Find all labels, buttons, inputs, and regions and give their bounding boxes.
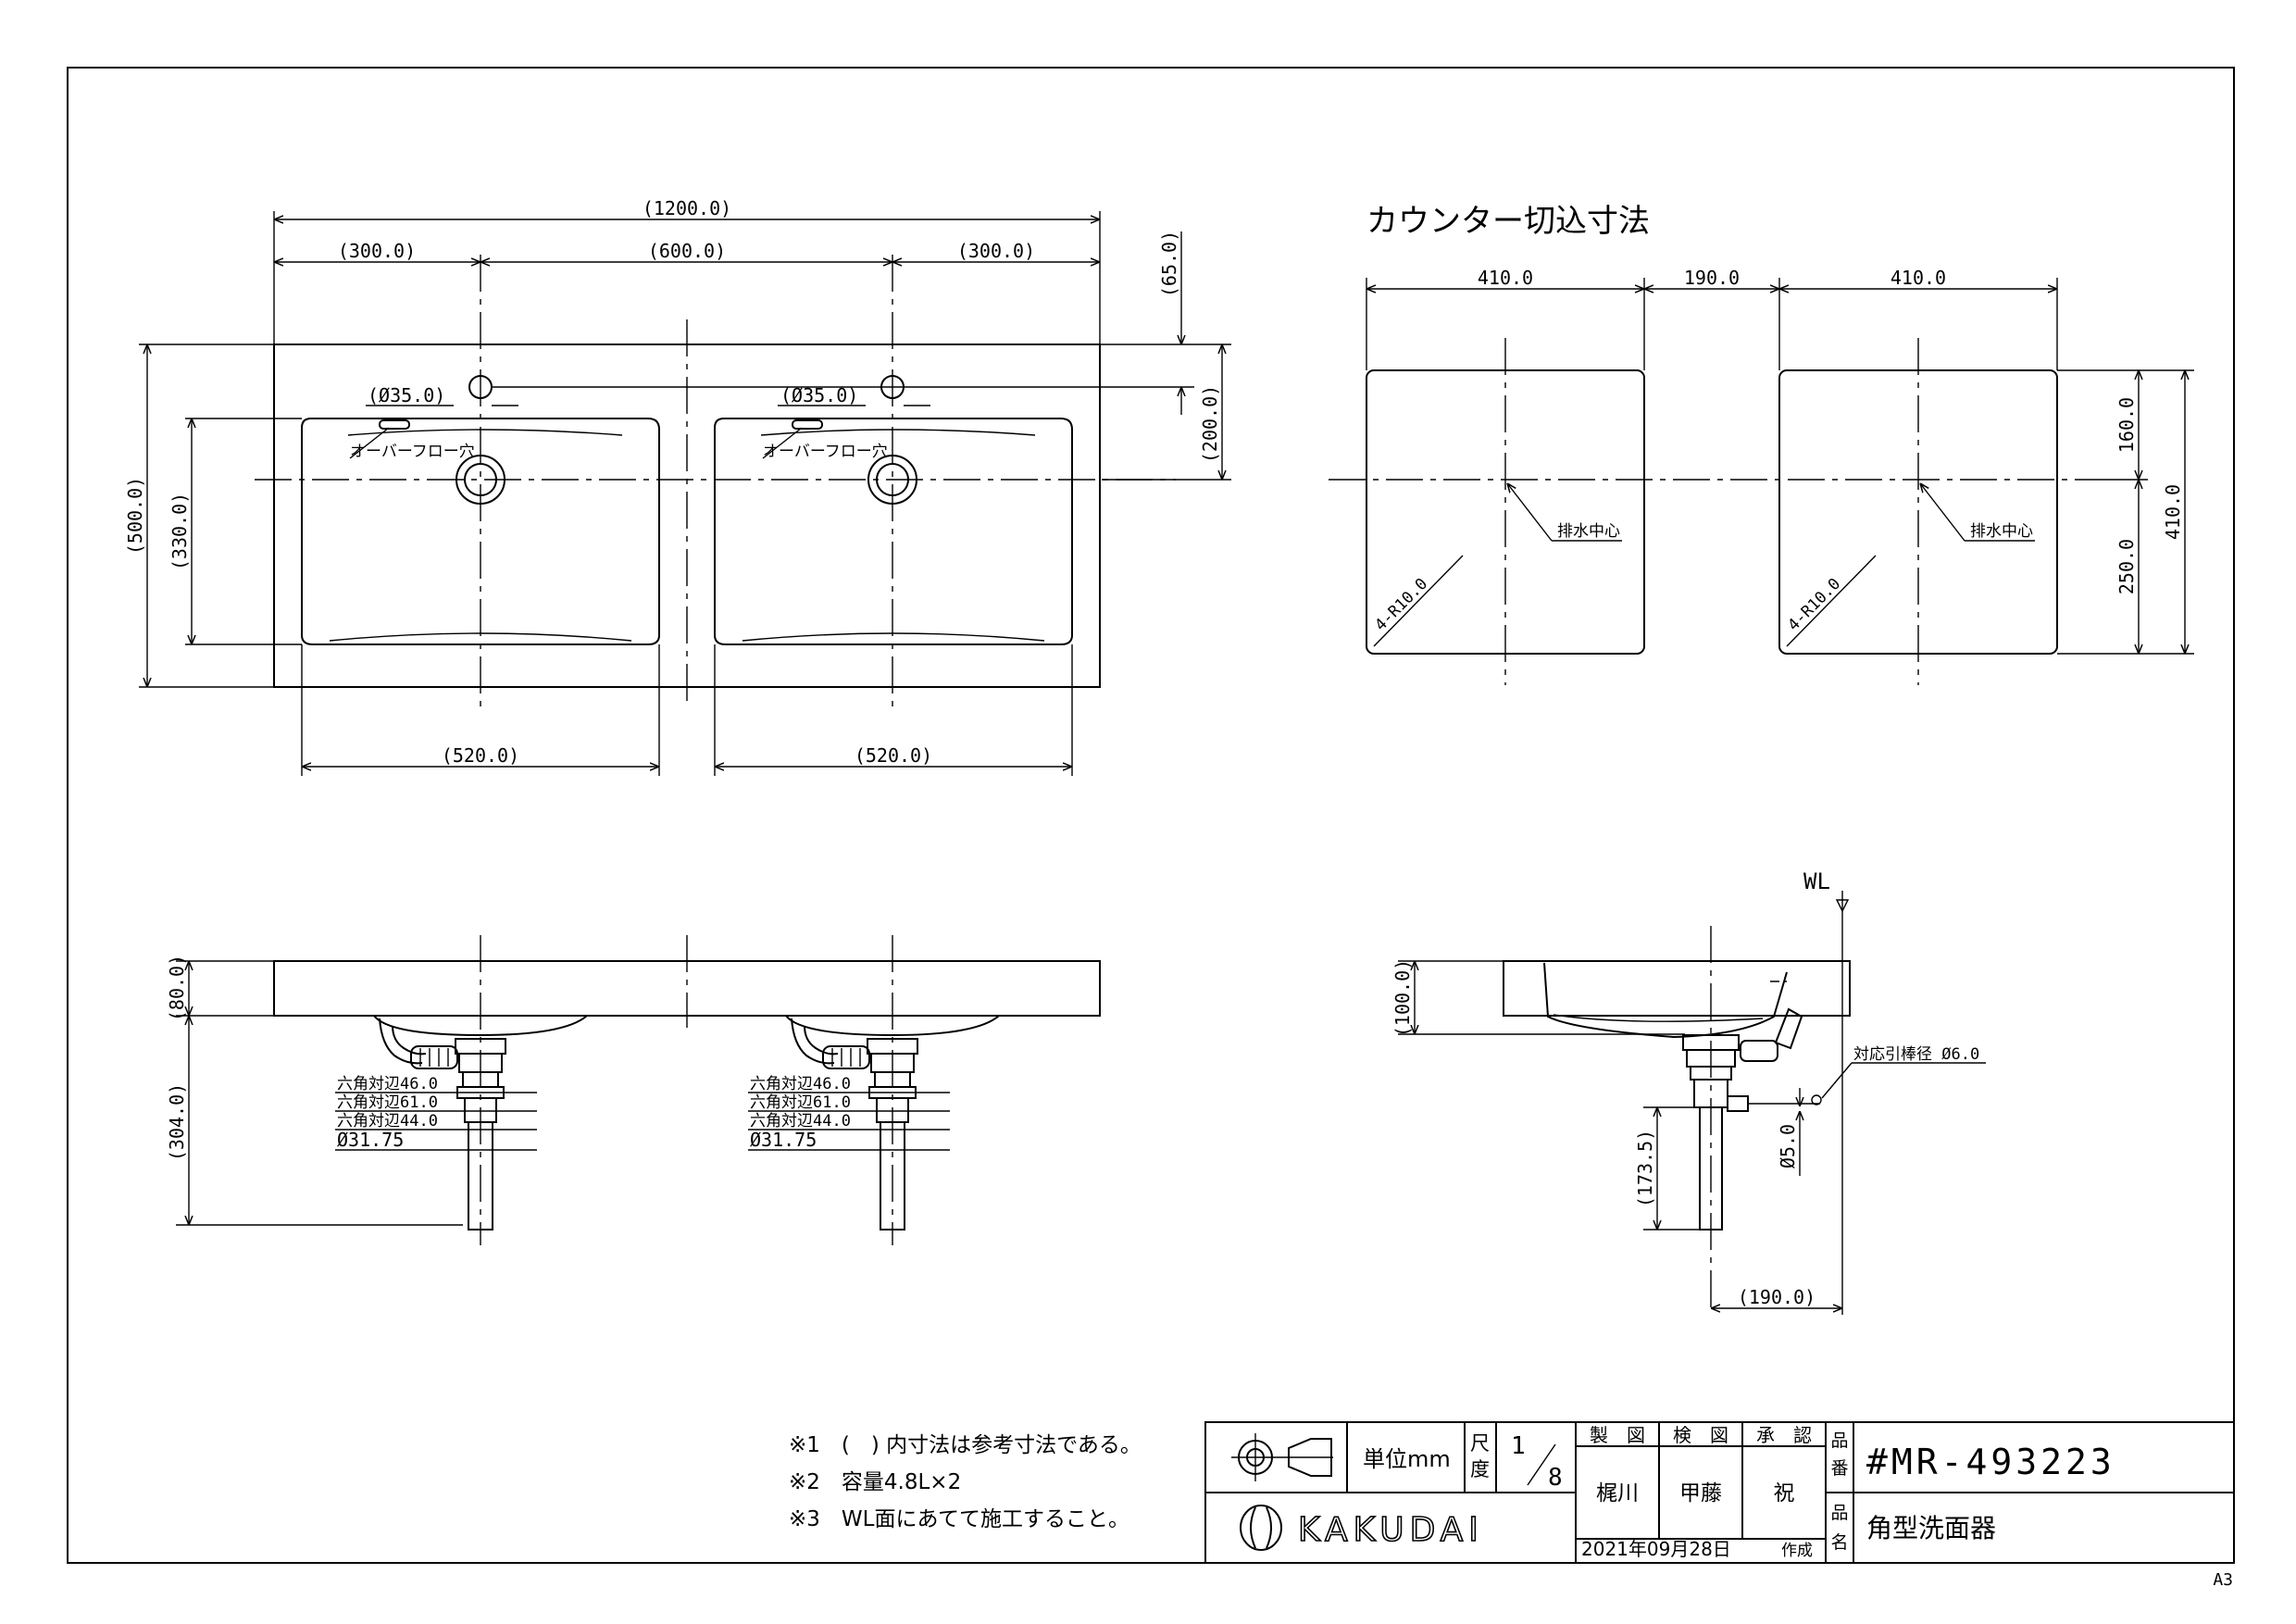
- dim-bowl-depth: (330.0): [168, 493, 191, 570]
- kakudai-logo-icon: [1240, 1505, 1282, 1551]
- note-3: ※3 WL面にあてて施工すること。: [789, 1507, 1129, 1531]
- unit-label: 単位mm: [1363, 1446, 1451, 1472]
- dim-overall-width: (1200.0): [643, 197, 731, 219]
- pipe-dia-left: Ø31.75: [337, 1129, 404, 1151]
- sheet-size: A3: [2213, 1570, 2233, 1590]
- sheet-border: [67, 67, 2235, 1564]
- made-label: 製 図: [1590, 1424, 1645, 1446]
- front-view: (80.0) (304.0) 六角対辺46.0 六角対辺61.0 六角対辺44.…: [166, 935, 1101, 1245]
- cutout-front-depth: 160.0: [2115, 397, 2138, 453]
- dim-faucet-offset: (65.0): [1158, 231, 1180, 297]
- scale-numerator: 1: [1511, 1432, 1526, 1460]
- dim-right-offset: (300.0): [957, 240, 1035, 262]
- side-drain-height: (173.5): [1634, 1130, 1656, 1207]
- hex3-left: 六角対辺44.0: [337, 1112, 438, 1131]
- top-view: (1200.0) (300.0) (600.0) (300.0) (65.0) …: [124, 197, 1231, 776]
- side-height: (100.0): [1391, 959, 1414, 1037]
- company-name: KAKUDAI: [1298, 1511, 1484, 1549]
- projection-symbol-icon: [1231, 1433, 1333, 1481]
- chain-dia: Ø5.0: [1777, 1124, 1799, 1168]
- hex2-left: 六角対辺61.0: [337, 1093, 438, 1112]
- counter-side-section: [1503, 960, 1851, 1017]
- approved-by: 祝: [1774, 1481, 1795, 1505]
- dim-overflow-dia-left: (Ø35.0): [368, 384, 445, 406]
- drain-center-left: 排水中心: [1557, 522, 1620, 541]
- cutout-width-left: 410.0: [1478, 267, 1533, 289]
- scale-label-2: 度: [1470, 1458, 1490, 1480]
- pipe-dia-right: Ø31.75: [750, 1129, 817, 1151]
- dim-drain-height: (304.0): [166, 1083, 188, 1161]
- overflow-hole-left: [379, 419, 410, 430]
- corner-radius-right: 4-R10.0: [1784, 575, 1844, 635]
- dim-drain-offset: (200.0): [1199, 385, 1221, 463]
- dim-overall-depth: (500.0): [124, 477, 146, 555]
- date-suffix: 作成: [1781, 1542, 1813, 1560]
- side-view: WL (100.0) (173.5) (190.0) Ø5.0: [1391, 868, 1986, 1315]
- part-number: #MR-493223: [1866, 1442, 2115, 1482]
- part-no-label-2: 番: [1830, 1458, 1848, 1479]
- bowl-left-outline: [301, 418, 660, 645]
- overflow-hole-right: [792, 419, 823, 430]
- checked-by: 甲藤: [1679, 1481, 1722, 1505]
- product-name: 角型洗面器: [1866, 1513, 1996, 1543]
- cutout-gap: 190.0: [1684, 267, 1740, 289]
- hex1-left: 六角対辺46.0: [337, 1075, 438, 1093]
- scale-denominator: 8: [1548, 1464, 1563, 1492]
- name-label-2: 名: [1830, 1532, 1848, 1553]
- dim-bowl-width-left: (520.0): [442, 744, 519, 767]
- hex3-right: 六角対辺44.0: [750, 1112, 851, 1131]
- bowl-right-outline: [714, 418, 1073, 645]
- note-2: ※2 容量4.8L×2: [789, 1470, 961, 1494]
- dim-thickness: (80.0): [166, 955, 188, 1021]
- drawing-date: 2021年09月28日: [1581, 1538, 1731, 1560]
- dim-bowl-width-right: (520.0): [855, 744, 932, 767]
- name-label-1: 品: [1830, 1503, 1848, 1523]
- cutout-total-depth: 410.0: [2162, 484, 2184, 540]
- made-by: 梶川: [1596, 1481, 1639, 1505]
- chain-label: 対応引棒径 Ø6.0: [1853, 1045, 1979, 1064]
- approve-label: 承 認: [1756, 1424, 1812, 1446]
- dim-overflow-dia-right: (Ø35.0): [780, 384, 858, 406]
- cutout-title: カウンター切込寸法: [1366, 203, 1650, 240]
- overflow-label-left: オーバーフロー穴: [350, 443, 475, 461]
- note-1: ※1 ( ) 内寸法は参考寸法である。: [789, 1433, 1142, 1457]
- cutout-width-right: 410.0: [1890, 267, 1946, 289]
- side-depth: (190.0): [1738, 1286, 1816, 1308]
- cutout-back-depth: 250.0: [2115, 539, 2138, 594]
- check-label: 検 図: [1673, 1424, 1728, 1446]
- wl-label: WL: [1803, 868, 1830, 894]
- corner-radius-left: 4-R10.0: [1371, 575, 1431, 635]
- overflow-label-right: オーバーフロー穴: [763, 443, 888, 461]
- hex1-right: 六角対辺46.0: [750, 1075, 851, 1093]
- scale-label-1: 尺: [1470, 1432, 1490, 1455]
- dim-left-offset: (300.0): [338, 240, 416, 262]
- cutout-view: カウンター切込寸法 410.0 190.0 410.0 160.0 250.0 …: [1329, 203, 2194, 685]
- notes: ※1 ( ) 内寸法は参考寸法である。 ※2 容量4.8L×2 ※3 WL面にあ…: [789, 1433, 1142, 1531]
- hex2-right: 六角対辺61.0: [750, 1093, 851, 1112]
- part-no-label-1: 品: [1830, 1430, 1848, 1451]
- drain-center-right: 排水中心: [1970, 522, 2033, 541]
- dim-center-pitch: (600.0): [648, 240, 726, 262]
- title-block: 単位mm 尺 度 1 8 製 図 検 図 承 認 梶川 甲藤 祝 品 番 #MR…: [1204, 1421, 2235, 1564]
